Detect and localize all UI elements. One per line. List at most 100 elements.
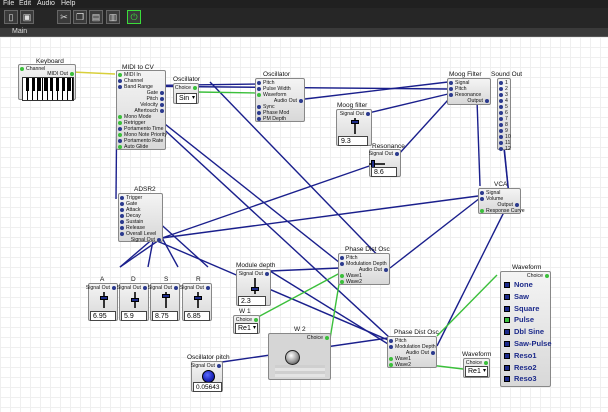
wf-choice-select[interactable]: Re1▾ <box>465 366 488 377</box>
w2-choice-port[interactable]: Choice <box>307 335 330 341</box>
delete-icon[interactable]: ▥ <box>106 10 120 24</box>
osc-waveform-port[interactable]: Waveform <box>257 92 286 98</box>
band-range-port[interactable]: Band Range <box>118 84 153 90</box>
mono-note-priority-port[interactable]: Mono Note Priority <box>118 132 167 138</box>
slider-d-value[interactable]: 5.9 <box>121 311 147 321</box>
pitch-port[interactable]: Pitch <box>146 96 164 102</box>
keyboard-node[interactable]: Channel MIDI Out <box>18 64 76 101</box>
sound-out-channel-4[interactable]: 4 <box>499 98 508 104</box>
gate-port[interactable]: Gate <box>147 90 165 96</box>
waveform-option-saw-pulse[interactable]: Saw-Pulse <box>504 339 552 349</box>
velocity-port[interactable]: Velocity <box>140 102 164 108</box>
pd2-mod-depth-port[interactable]: Modulation Depth <box>389 344 436 350</box>
module-depth-value[interactable]: 2.3 <box>238 296 266 306</box>
slider-r-signal-out[interactable]: Signal Out <box>180 285 211 291</box>
osc-pm-depth-port[interactable]: PM Depth <box>257 116 286 122</box>
osc-phase-mod-port[interactable]: Phase Mod <box>257 110 289 116</box>
copy-icon[interactable]: ❐ <box>73 10 87 24</box>
auto-glide-port[interactable]: Auto Glide <box>118 144 148 150</box>
piano-keys[interactable] <box>22 77 74 101</box>
slider-d-node[interactable]: Signal Out 5.9 <box>117 283 149 321</box>
channel-port[interactable]: Channel <box>118 78 143 84</box>
osc-sync-port[interactable]: Sync <box>257 104 275 110</box>
midi-in-port[interactable]: MIDI In <box>118 72 141 78</box>
sound-out-channel-10[interactable]: 10 <box>499 134 511 140</box>
slider-a[interactable] <box>100 292 108 308</box>
power-icon[interactable]: ⏻ <box>127 10 141 24</box>
keyboard-midi-out-port[interactable]: MIDI Out <box>47 71 74 77</box>
slider-d[interactable] <box>131 292 139 308</box>
osc-pitch-signal-out[interactable]: Signal Out <box>191 363 222 369</box>
vca-volume-port[interactable]: Volume <box>480 196 503 202</box>
pd2-pitch-port[interactable]: Pitch <box>389 338 407 344</box>
slider-a-value[interactable]: 6.95 <box>90 311 116 321</box>
slider-s-signal-out[interactable]: Signal Out <box>148 285 179 291</box>
moog-output-port[interactable]: Output <box>467 98 489 104</box>
sound-out-channel-1[interactable]: 1 <box>499 80 508 86</box>
moog-resonance-port[interactable]: Resonance <box>449 92 481 98</box>
w2-knob[interactable] <box>285 350 300 365</box>
adsr-release-port[interactable]: Release <box>120 225 145 231</box>
w1-node[interactable]: Choice Re1▾ <box>233 315 260 334</box>
moog-ctrl-value[interactable]: 9.3 <box>338 136 368 146</box>
adsr-trigger-port[interactable]: Trigger <box>120 195 142 201</box>
slider-s-value[interactable]: 8.75 <box>152 311 178 321</box>
wf-choice-port[interactable]: Choice <box>466 360 489 366</box>
sound-out-channel-12[interactable]: 12 <box>499 146 511 152</box>
waveform-option-reso2[interactable]: Reso2 <box>504 363 537 373</box>
midi-to-cv-node[interactable]: MIDI In Channel Band Range Gate Pitch Ve… <box>116 70 167 150</box>
adsr-overall-level-port[interactable]: Overall Level <box>120 231 156 237</box>
moog-ctrl-signal-out[interactable]: Signal Out <box>340 111 371 117</box>
pd1-wave1-port[interactable]: Wave1 <box>340 273 362 279</box>
adsr-signal-out-port[interactable]: Signal Out <box>131 237 162 243</box>
moog-ctrl-node[interactable]: Signal Out 9.3 <box>336 109 372 146</box>
adsr-gate-port[interactable]: Gate <box>120 201 137 207</box>
osc-pitch-port[interactable]: Pitch <box>257 80 275 86</box>
cut-icon[interactable]: ✂ <box>57 10 71 24</box>
resonance-node[interactable]: Signal Out 8.6 <box>369 149 401 177</box>
osc-choice-select[interactable]: Sin▾ <box>176 93 197 104</box>
pd2-wave1-port[interactable]: Wave1 <box>389 356 411 362</box>
module-depth-node[interactable]: Signal Out 2.3 <box>236 269 271 306</box>
osc-choice-node[interactable]: Choice Sin▾ <box>173 83 199 104</box>
vca-response-curve-port[interactable]: Response Curve <box>480 208 525 214</box>
menu-file[interactable]: File <box>3 0 15 7</box>
pd2-node[interactable]: Pitch Modulation Depth Audio Out Wave1 W… <box>387 336 437 368</box>
menu-help[interactable]: Help <box>61 0 76 7</box>
tab-main[interactable]: Main <box>12 28 28 35</box>
menu-edit[interactable]: Edit <box>19 0 32 7</box>
save-icon[interactable]: ▣ <box>20 10 34 24</box>
resonance-value[interactable]: 8.6 <box>371 167 397 177</box>
portamento-time-port[interactable]: Portamento Time <box>118 126 164 132</box>
waveform-option-reso3[interactable]: Reso3 <box>504 374 537 384</box>
slider-r[interactable] <box>194 292 202 308</box>
pd1-node[interactable]: Pitch Modulation Depth Audio Out Wave1 W… <box>338 253 390 285</box>
waveform-option-square[interactable]: Square <box>504 304 539 314</box>
adsr-attack-port[interactable]: Attack <box>120 207 140 213</box>
slider-s-node[interactable]: Signal Out 8.75 <box>148 283 180 321</box>
moog-ctrl-slider[interactable] <box>351 118 359 134</box>
moog-signal-port[interactable]: Signal <box>449 80 469 86</box>
w1-choice-port[interactable]: Choice <box>236 317 259 323</box>
paste-icon[interactable]: ▤ <box>89 10 103 24</box>
pd1-pitch-port[interactable]: Pitch <box>340 255 358 261</box>
slider-r-value[interactable]: 6.85 <box>184 311 210 321</box>
resonance-signal-out[interactable]: Signal Out <box>369 151 400 157</box>
sound-out-channel-3[interactable]: 3 <box>499 92 508 98</box>
new-file-icon[interactable]: ▯ <box>4 10 18 24</box>
w2-node[interactable]: Choice <box>268 333 331 380</box>
osc-choice-port[interactable]: Choice <box>175 85 198 91</box>
osc-audio-out-port[interactable]: Audio Out <box>274 98 304 104</box>
portamento-rate-port[interactable]: Portamento Rate <box>118 138 163 144</box>
vca-signal-port[interactable]: Signal <box>480 190 500 196</box>
menu-audio[interactable]: Audio <box>37 0 55 7</box>
pd1-audio-out-port[interactable]: Audio Out <box>359 267 389 273</box>
slider-r-node[interactable]: Signal Out 6.85 <box>180 283 212 321</box>
pd2-wave2-port[interactable]: Wave2 <box>389 362 411 368</box>
aftertouch-port[interactable]: Aftertouch <box>134 108 164 114</box>
sound-out-channel-2[interactable]: 2 <box>499 86 508 92</box>
wf-list-choice-port[interactable]: Choice <box>527 273 550 279</box>
waveform-option-dbl sine[interactable]: Dbl Sine <box>504 327 544 337</box>
slider-a-signal-out[interactable]: Signal Out <box>86 285 117 291</box>
